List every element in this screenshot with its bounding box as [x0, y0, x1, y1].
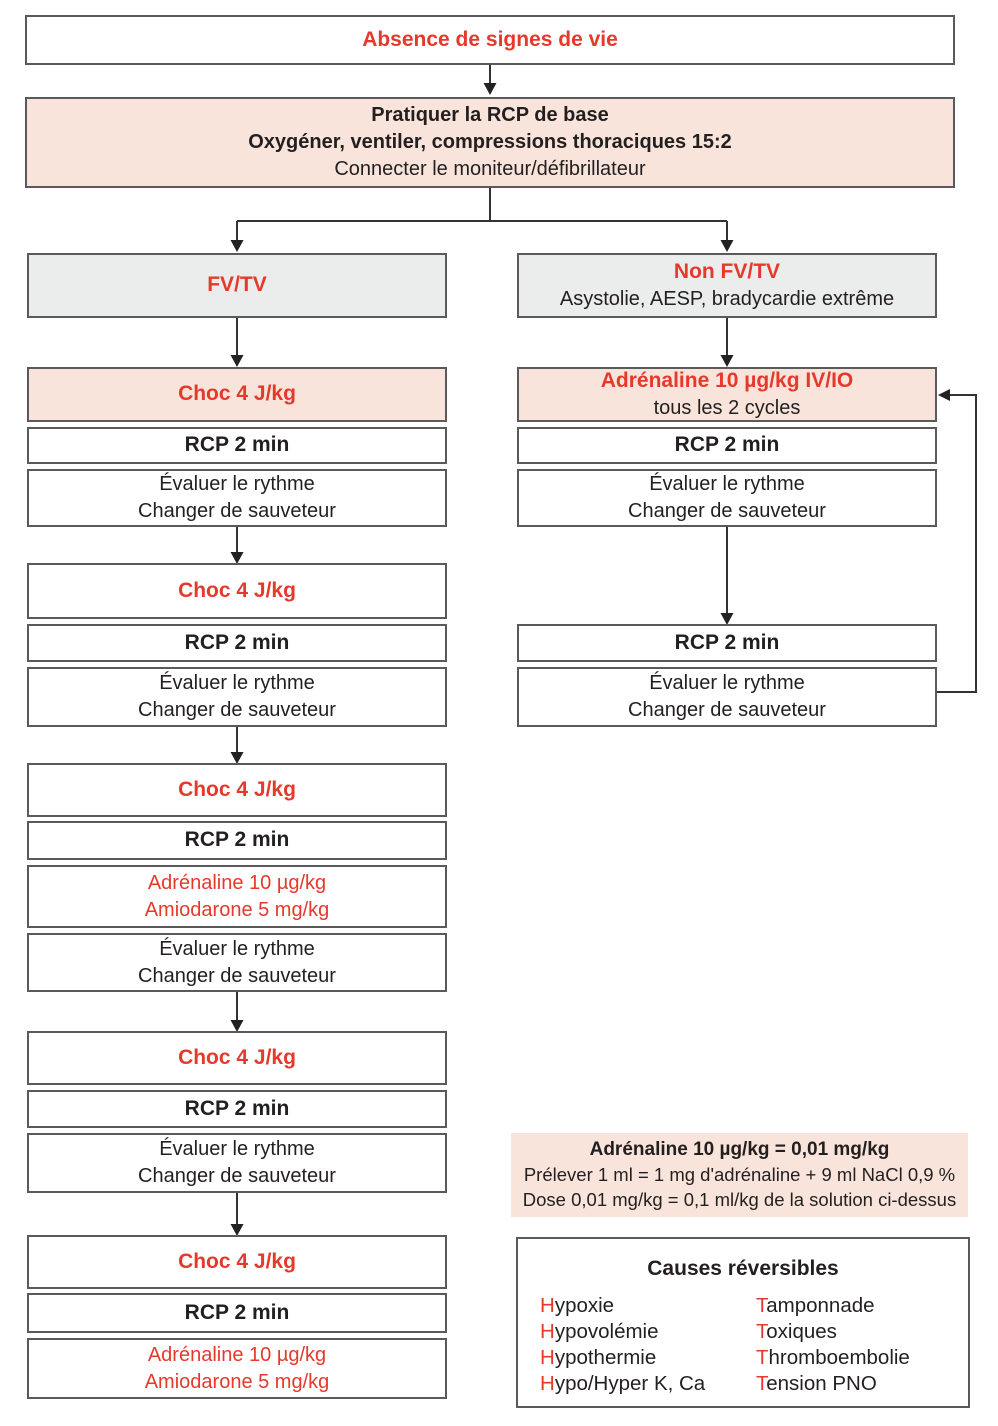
adrenaline-dose-line: Adrénaline 10 µg/kg	[147, 871, 327, 894]
amiodarone-dose-line: Amiodarone 5 mg/kg	[144, 898, 330, 921]
evaluate-box-left-1: Évaluer le rythme Changer de sauveteur	[27, 469, 447, 527]
start-box: Absence de signes de vie	[25, 15, 955, 65]
cause-initial: T	[756, 1372, 767, 1396]
basic-cpr-box: Pratiquer la RCP de base Oxygéner, venti…	[25, 97, 955, 188]
cpr-box-right-1: RCP 2 min	[517, 427, 937, 464]
cause-item: Tamponnade	[756, 1293, 968, 1319]
cause-initial: H	[540, 1372, 555, 1396]
cause-initial: H	[540, 1346, 555, 1370]
shock-box-2: Choc 4 J/kg	[27, 563, 447, 619]
shock-box-1: Choc 4 J/kg	[27, 367, 447, 422]
dilution-note-line2: Prélever 1 ml = 1 mg d'adrénaline + 9 ml…	[523, 1163, 956, 1185]
reversible-causes-title: Causes réversibles	[647, 1257, 839, 1280]
non-fv-tv-subtitle: Asystolie, AESP, bradycardie extrême	[559, 288, 895, 311]
start-label: Absence de signes de vie	[362, 27, 618, 51]
evaluate-line1: Évaluer le rythme	[159, 473, 315, 496]
shock-box-5: Choc 4 J/kg	[27, 1235, 447, 1289]
cause-rest: ypoxie	[554, 1294, 615, 1318]
cpr-label: RCP 2 min	[184, 1300, 290, 1324]
every-2-cycles-label: tous les 2 cycles	[653, 397, 801, 420]
cpr-box-left-5: RCP 2 min	[27, 1293, 447, 1333]
cause-initial: T	[756, 1320, 767, 1344]
evaluate-line1: Évaluer le rythme	[649, 473, 805, 496]
cause-rest: ension PNO	[766, 1372, 877, 1396]
cpr-box-left-3: RCP 2 min	[27, 821, 447, 860]
cause-item: Toxiques	[756, 1319, 968, 1345]
evaluate-line2: Changer de sauveteur	[138, 699, 336, 721]
adrenaline-box: Adrénaline 10 µg/kg IV/IO tous les 2 cyc…	[517, 367, 937, 422]
cpr-label: RCP 2 min	[184, 828, 290, 852]
cause-rest: ypo/Hyper K, Ca	[554, 1372, 706, 1396]
adrenaline-dose-line: Adrénaline 10 µg/kg	[147, 1343, 327, 1366]
basic-cpr-line3: Connecter le moniteur/défibrillateur	[334, 157, 646, 180]
cause-rest: ypothermie	[554, 1346, 657, 1370]
shock-label: Choc 4 J/kg	[178, 1249, 296, 1273]
cause-rest: amponnade	[766, 1294, 875, 1318]
reversible-causes-box: Causes réversibles Hypoxie Hypovolémie H…	[516, 1237, 970, 1408]
cpr-label: RCP 2 min	[674, 630, 780, 654]
shock-label: Choc 4 J/kg	[178, 1045, 296, 1069]
cause-item: Hypo/Hyper K, Ca	[540, 1371, 756, 1397]
basic-cpr-line2: Oxygéner, ventiler, compressions thoraci…	[248, 131, 732, 154]
cpr-label: RCP 2 min	[184, 433, 290, 457]
cpr-box-right-2: RCP 2 min	[517, 624, 937, 662]
shock-box-3: Choc 4 J/kg	[27, 763, 447, 817]
drugs-box-2: Adrénaline 10 µg/kg Amiodarone 5 mg/kg	[27, 1338, 447, 1399]
dilution-note-line3: Dose 0,01 mg/kg = 0,1 ml/kg de la soluti…	[522, 1188, 957, 1210]
cause-item: Hypovolémie	[540, 1319, 756, 1345]
cause-rest: oxiques	[766, 1320, 837, 1344]
evaluate-box-left-2: Évaluer le rythme Changer de sauveteur	[27, 667, 447, 727]
dilution-note-box: Adrénaline 10 µg/kg = 0,01 mg/kg Préleve…	[511, 1133, 968, 1217]
evaluate-box-right-2: Évaluer le rythme Changer de sauveteur	[517, 667, 937, 727]
cause-rest: ypovolémie	[554, 1320, 659, 1344]
cause-item: Tension PNO	[756, 1371, 968, 1397]
non-fv-tv-box: Non FV/TV Asystolie, AESP, bradycardie e…	[517, 253, 937, 318]
shock-box-4: Choc 4 J/kg	[27, 1031, 447, 1085]
cpr-box-left-4: RCP 2 min	[27, 1090, 447, 1128]
cpr-label: RCP 2 min	[184, 630, 290, 654]
adrenaline-iv-io-label: Adrénaline 10 µg/kg IV/IO	[600, 369, 854, 393]
cause-item: Hypoxie	[540, 1293, 756, 1319]
evaluate-box-right-1: Évaluer le rythme Changer de sauveteur	[517, 469, 937, 527]
non-fv-tv-label: Non FV/TV	[673, 260, 781, 284]
evaluate-line2: Changer de sauveteur	[628, 500, 826, 522]
causes-column-t: Tamponnade Toxiques Thromboembolie Tensi…	[756, 1293, 968, 1397]
evaluate-line1: Évaluer le rythme	[159, 672, 315, 695]
evaluate-line2: Changer de sauveteur	[138, 1165, 336, 1187]
dilution-note-title: Adrénaline 10 µg/kg = 0,01 mg/kg	[589, 1139, 890, 1161]
shock-label: Choc 4 J/kg	[178, 382, 296, 406]
cpr-box-left-1: RCP 2 min	[27, 427, 447, 464]
evaluate-line1: Évaluer le rythme	[159, 1138, 315, 1161]
evaluate-line1: Évaluer le rythme	[649, 672, 805, 695]
cause-item: Thromboembolie	[756, 1345, 968, 1371]
shock-label: Choc 4 J/kg	[178, 777, 296, 801]
cpr-label: RCP 2 min	[184, 1096, 290, 1120]
cause-initial: T	[756, 1294, 767, 1318]
cause-item: Hypothermie	[540, 1345, 756, 1371]
cause-rest: hromboembolie	[768, 1346, 910, 1370]
shock-label: Choc 4 J/kg	[178, 578, 296, 602]
evaluate-line1: Évaluer le rythme	[159, 937, 315, 960]
evaluate-line2: Changer de sauveteur	[628, 699, 826, 721]
causes-column-h: Hypoxie Hypovolémie Hypothermie Hypo/Hyp…	[540, 1293, 756, 1397]
amiodarone-dose-line: Amiodarone 5 mg/kg	[144, 1370, 330, 1393]
cpr-box-left-2: RCP 2 min	[27, 624, 447, 662]
evaluate-line2: Changer de sauveteur	[138, 964, 336, 987]
evaluate-box-left-4: Évaluer le rythme Changer de sauveteur	[27, 1133, 447, 1193]
cause-initial: T	[756, 1346, 769, 1370]
reversible-causes-columns: Hypoxie Hypovolémie Hypothermie Hypo/Hyp…	[518, 1293, 968, 1397]
cause-initial: H	[540, 1294, 555, 1318]
fv-tv-box: FV/TV	[27, 253, 447, 318]
evaluate-line2: Changer de sauveteur	[138, 500, 336, 522]
cpr-label: RCP 2 min	[674, 433, 780, 457]
basic-cpr-line1: Pratiquer la RCP de base	[371, 104, 609, 127]
evaluate-box-left-3: Évaluer le rythme Changer de sauveteur	[27, 933, 447, 992]
cause-initial: H	[540, 1320, 555, 1344]
drugs-box-1: Adrénaline 10 µg/kg Amiodarone 5 mg/kg	[27, 865, 447, 928]
fv-tv-label: FV/TV	[207, 273, 267, 297]
